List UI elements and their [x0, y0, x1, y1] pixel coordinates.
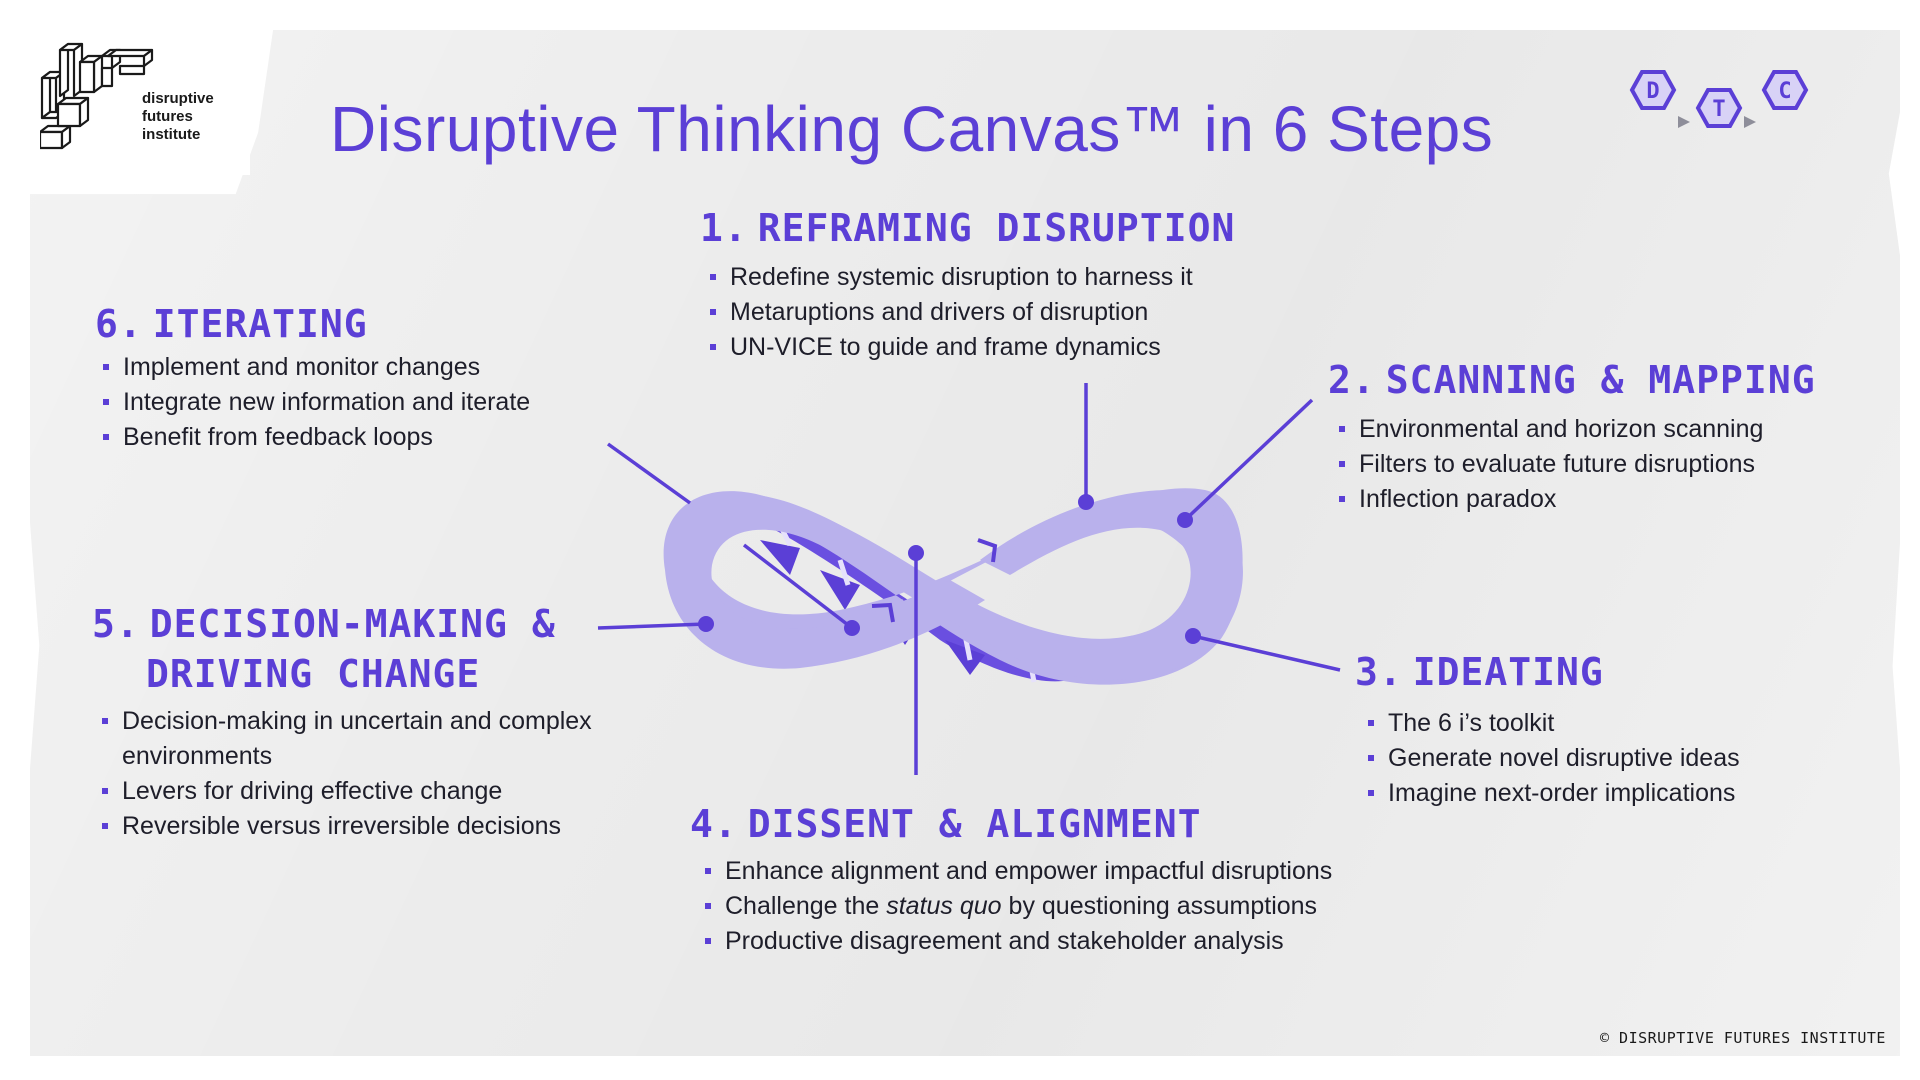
step-2-list: Environmental and horizon scanning Filte…: [1337, 412, 1763, 517]
step-3-title: IDEATING: [1412, 650, 1604, 694]
step-6-list: Implement and monitor changes Integrate …: [101, 350, 530, 455]
logo-line-1: disruptive: [142, 90, 214, 107]
list-item: Reversible versus irreversible decisions: [100, 809, 700, 844]
step-4-list: Enhance alignment and empower impactful …: [703, 854, 1332, 959]
step-2-number: 2.: [1328, 358, 1376, 402]
step-3-number: 3.: [1355, 650, 1403, 694]
list-item: Challenge the status quo by questioning …: [703, 889, 1332, 924]
list-item: Redefine systemic disruption to harness …: [708, 260, 1193, 295]
step-3-list: The 6 i’s toolkit Generate novel disrupt…: [1366, 706, 1740, 811]
list-item: Generate novel disruptive ideas: [1366, 741, 1740, 776]
step-4-number: 4.: [690, 802, 738, 846]
step-5-list: Decision-making in uncertain and complex…: [100, 704, 700, 844]
list-item: Levers for driving effective change: [100, 774, 700, 809]
step-2-title: SCANNING & MAPPING: [1385, 358, 1816, 402]
step-5-heading-line-2: DRIVING CHANGE: [146, 652, 481, 696]
status-quo-emphasis: status quo: [886, 892, 1002, 920]
step-3-heading: 3.IDEATING: [1355, 648, 1604, 696]
step-2-heading: 2.SCANNING & MAPPING: [1328, 356, 1816, 404]
badge-c: C: [1778, 79, 1791, 104]
hexagon-d-icon: D: [1629, 70, 1677, 110]
list-item: Decision-making in uncertain and complex…: [100, 704, 680, 774]
step-1-list: Redefine systemic disruption to harness …: [708, 260, 1193, 365]
logo-line-3: institute: [142, 126, 201, 143]
page-title: Disruptive Thinking Canvas™ in 6 Steps: [330, 93, 1494, 165]
list-item: Environmental and horizon scanning: [1337, 412, 1763, 447]
step-4-title: DISSENT & ALIGNMENT: [747, 802, 1202, 846]
list-item: Filters to evaluate future disruptions: [1337, 447, 1763, 482]
step-1-number: 1.: [700, 206, 748, 250]
hexagon-c-icon: C: [1761, 70, 1809, 110]
list-item: Enhance alignment and empower impactful …: [703, 854, 1332, 889]
list-item: Imagine next-order implications: [1366, 776, 1740, 811]
step-6-number: 6.: [95, 302, 143, 346]
list-item: Implement and monitor changes: [101, 350, 530, 385]
list-item: Inflection paradox: [1337, 482, 1763, 517]
step-4-heading: 4.DISSENT & ALIGNMENT: [690, 800, 1201, 848]
step-6-title: ITERATING: [152, 302, 368, 346]
badge-t: T: [1712, 97, 1725, 122]
list-item: Metaruptions and drivers of disruption: [708, 295, 1193, 330]
list-item-text: by questioning assumptions: [1001, 892, 1318, 920]
arrow-right-icon: [1678, 116, 1690, 128]
list-item-text: Challenge the: [725, 892, 887, 920]
logo-wordmark: disruptive futures institute: [142, 90, 214, 144]
step-5-heading: 5.DECISION-MAKING &: [92, 600, 556, 648]
step-6-heading: 6.ITERATING: [95, 300, 368, 348]
arrow-right-icon-2: [1744, 116, 1756, 128]
step-1-title: REFRAMING DISRUPTION: [757, 206, 1236, 250]
badge-d: D: [1646, 79, 1659, 104]
dfi-logo-icon: [40, 42, 154, 150]
copyright-notice: © DISRUPTIVE FUTURES INSTITUTE: [1600, 1029, 1886, 1047]
step-5-number: 5.: [92, 602, 140, 646]
list-item: Productive disagreement and stakeholder …: [703, 924, 1332, 959]
list-item: UN-VICE to guide and frame dynamics: [708, 330, 1193, 365]
dtc-badges: D T C: [1629, 70, 1809, 128]
logo-line-2: futures: [142, 108, 193, 125]
step-1-heading: 1.REFRAMING DISRUPTION: [700, 204, 1235, 252]
step-5-title-line-1: DECISION-MAKING &: [149, 602, 556, 646]
hexagon-t-icon: T: [1695, 88, 1743, 128]
list-item: Integrate new information and iterate: [101, 385, 530, 420]
list-item: Benefit from feedback loops: [101, 420, 530, 455]
list-item: The 6 i’s toolkit: [1366, 706, 1740, 741]
